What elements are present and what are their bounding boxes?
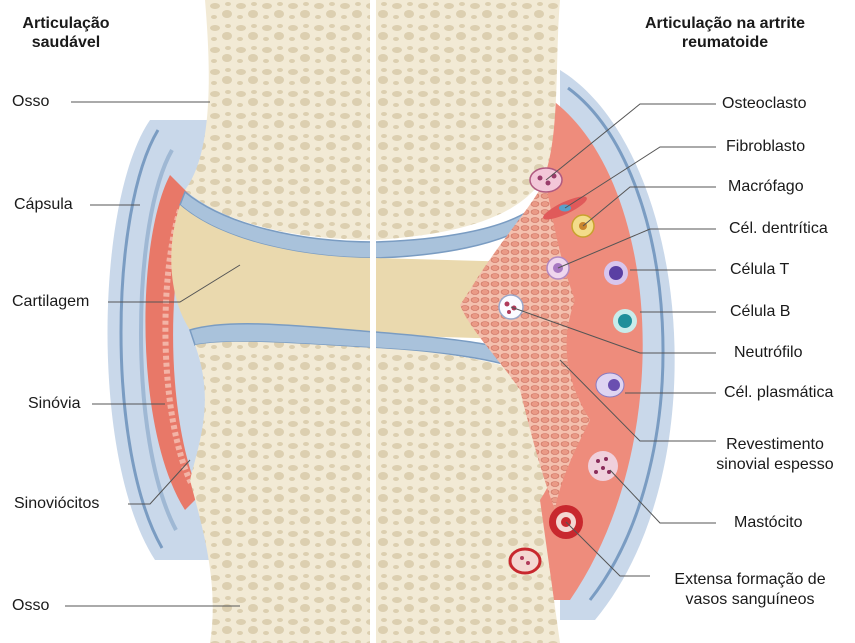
label-osteoclasto: Osteoclasto — [722, 94, 806, 114]
label-cel-plasmatica: Cél. plasmática — [724, 383, 833, 403]
center-divider — [370, 0, 376, 643]
blood-vessel-2 — [510, 549, 540, 573]
label-capsula: Cápsula — [14, 195, 73, 215]
label-neutrofilo: Neutrófilo — [734, 343, 802, 363]
title-ra-joint: Articulação na artrite reumatoide — [605, 14, 845, 52]
t-cell — [604, 261, 628, 285]
plasma-cell — [596, 373, 624, 397]
label-cel-dendritica: Cél. dentrítica — [729, 219, 828, 239]
label-sinoviocitos: Sinoviócitos — [14, 494, 99, 514]
label-osso-bottom: Osso — [12, 596, 49, 616]
label-cartilagem: Cartilagem — [12, 292, 89, 312]
label-celula-t: Célula T — [730, 260, 789, 280]
label-sinovia: Sinóvia — [28, 394, 80, 414]
title-healthy-joint: Articulação saudável — [6, 14, 126, 52]
label-vasos: Extensa formação de vasos sanguíneos — [652, 570, 848, 610]
label-osso-top: Osso — [12, 92, 49, 112]
label-mastocito: Mastócito — [734, 513, 802, 533]
mast-cell — [588, 451, 618, 481]
label-celula-b: Célula B — [730, 302, 790, 322]
label-fibroblasto: Fibroblasto — [726, 137, 805, 157]
b-cell — [613, 309, 637, 333]
label-revestimento: Revestimento sinovial espesso — [700, 435, 850, 475]
label-macrofago: Macrófago — [728, 177, 804, 197]
